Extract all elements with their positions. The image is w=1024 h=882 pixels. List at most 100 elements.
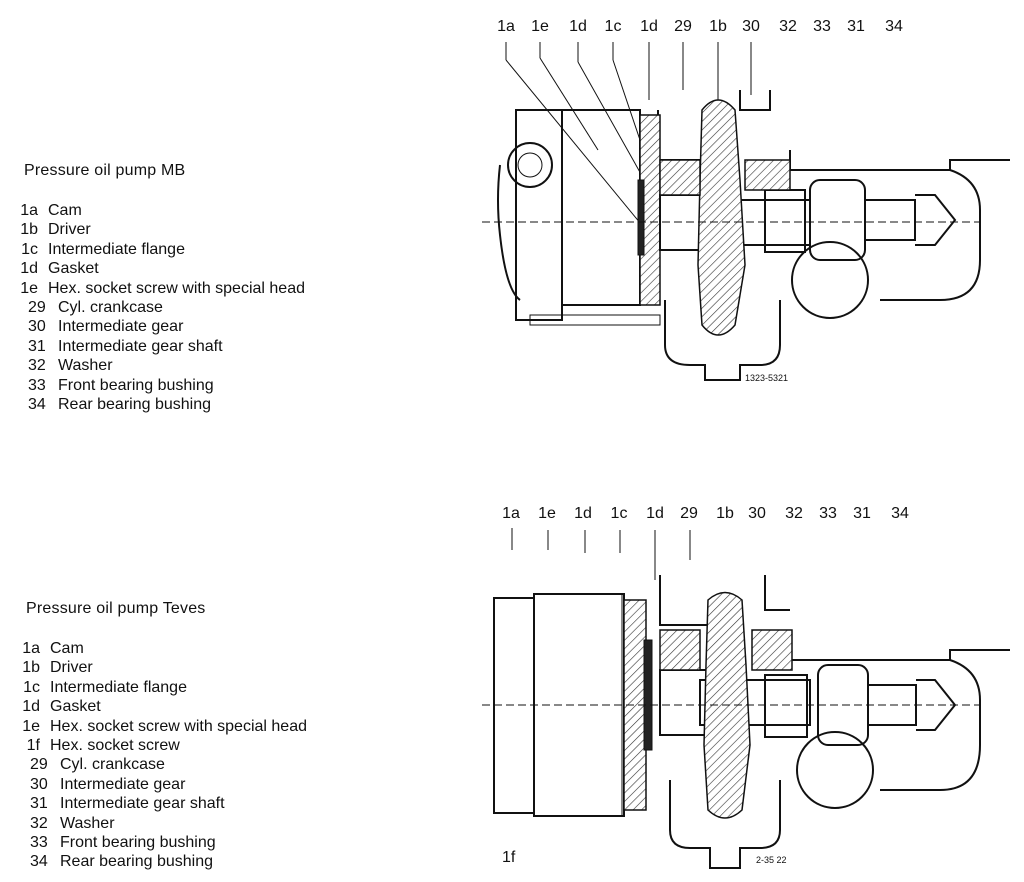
callout-label: 30	[748, 505, 766, 522]
legend-item: 34 Rear bearing bushing	[0, 395, 305, 414]
legend-label: Front bearing bushing	[58, 376, 214, 394]
legend-num: 30	[30, 775, 48, 793]
legend-label: Washer	[58, 357, 113, 375]
teves-housing-left	[659, 629, 701, 671]
legend-label: Gasket	[48, 260, 99, 278]
legend-label: Hex. socket screw with special head	[50, 717, 307, 735]
legend-num: 34	[30, 853, 48, 871]
mb-bearing-ring	[791, 241, 869, 319]
mb-intermediate-gear	[697, 99, 746, 336]
teves-callouts: 1a 1e 1d 1c 1d 29 1b 30 32 33 31 34	[0, 505, 1024, 525]
legend-num: 29	[28, 299, 46, 317]
legend-item: 30 Intermediate gear	[2, 775, 307, 794]
legend-item: 1e Hex. socket screw with special head	[0, 279, 305, 298]
mb-pump-body	[561, 109, 641, 306]
mb-title: Pressure oil pump MB	[24, 162, 186, 179]
legend-num: 1e	[20, 279, 38, 297]
legend-label: Front bearing bushing	[60, 834, 216, 852]
callout-label: 34	[885, 18, 903, 35]
legend-item: 1a Cam	[2, 639, 307, 658]
mb-shaft-tip	[915, 194, 957, 246]
legend-label: Driver	[48, 221, 91, 239]
legend-label: Intermediate flange	[50, 678, 187, 696]
legend-label: Rear bearing bushing	[58, 396, 211, 414]
mb-shaft-end	[864, 199, 916, 241]
legend-num: 1f	[26, 737, 40, 755]
teves-assembly	[482, 528, 1010, 869]
callout-label: 1b	[709, 18, 727, 35]
legend-label: Intermediate gear shaft	[60, 795, 225, 813]
callout-label: 34	[891, 505, 909, 522]
callout-label: 1b	[716, 505, 734, 522]
callout-label: 29	[680, 505, 698, 522]
legend-num: 1a	[22, 640, 40, 657]
mb-assembly	[482, 42, 1010, 381]
mb-pump-cover	[515, 109, 563, 321]
mb-inlet-port-inner	[517, 152, 543, 178]
legend-num: 31	[30, 795, 48, 813]
teves-front-bushing	[764, 674, 808, 738]
mb-inlet-port	[507, 142, 553, 188]
legend-num: 1b	[20, 221, 38, 239]
teves-leader-lines	[511, 528, 691, 580]
legend-num: 1d	[20, 260, 38, 278]
legend-num: 32	[30, 814, 48, 832]
legend-num: 31	[28, 337, 46, 355]
teves-bottom-tag: 1f	[502, 849, 516, 866]
legend-item: 34 Rear bearing bushing	[2, 852, 307, 871]
callout-label: 31	[853, 505, 871, 522]
legend-label: Hex. socket screw with special head	[48, 279, 305, 297]
callout-label: 33	[813, 18, 831, 35]
callout-label: 1c	[604, 18, 622, 35]
mb-gasket	[637, 179, 645, 256]
teves-bearing-ring	[796, 731, 874, 809]
mb-pump-inlet	[497, 164, 521, 301]
teves-gasket	[643, 639, 653, 751]
callout-label: 1d	[574, 505, 592, 522]
legend-item: 29 Cyl. crankcase	[0, 298, 305, 317]
legend-label: Rear bearing bushing	[60, 853, 213, 871]
mb-callouts: 1a 1e 1d 1c 1d 29 1b 30 32 33 31 34	[0, 18, 1024, 38]
callout-label: 1a	[502, 505, 520, 522]
callout-label: 1e	[531, 18, 549, 35]
callout-label: 31	[847, 18, 865, 35]
legend-num: 32	[28, 357, 46, 375]
legend-num: 1d	[22, 698, 40, 716]
legend-label: Cam	[50, 640, 84, 657]
legend-label: Cyl. crankcase	[60, 756, 165, 774]
legend-num: 33	[28, 376, 46, 394]
legend-label: Cyl. crankcase	[58, 299, 163, 317]
legend-label: Intermediate flange	[48, 240, 185, 258]
teves-crankcase	[659, 575, 1010, 869]
legend-item: 31 Intermediate gear shaft	[2, 794, 307, 813]
legend-num: 33	[30, 834, 48, 852]
teves-shaft	[699, 679, 811, 726]
mb-rear-bushing	[809, 179, 866, 261]
legend-item: 1c Intermediate flange	[0, 240, 305, 259]
teves-ref-number: 2-35 22	[756, 855, 787, 865]
callout-label: 32	[779, 18, 797, 35]
mb-bolt	[529, 314, 661, 326]
legend-num: 34	[28, 396, 46, 414]
legend-label: Intermediate gear	[60, 775, 186, 793]
legend-item: 1d Gasket	[0, 259, 305, 278]
legend-num: 1c	[21, 240, 38, 258]
callout-label: 1d	[640, 18, 658, 35]
legend-item: 32 Washer	[0, 356, 305, 375]
teves-housing-right	[751, 629, 793, 671]
callout-label: 29	[674, 18, 692, 35]
legend-label: Intermediate gear	[58, 318, 184, 336]
